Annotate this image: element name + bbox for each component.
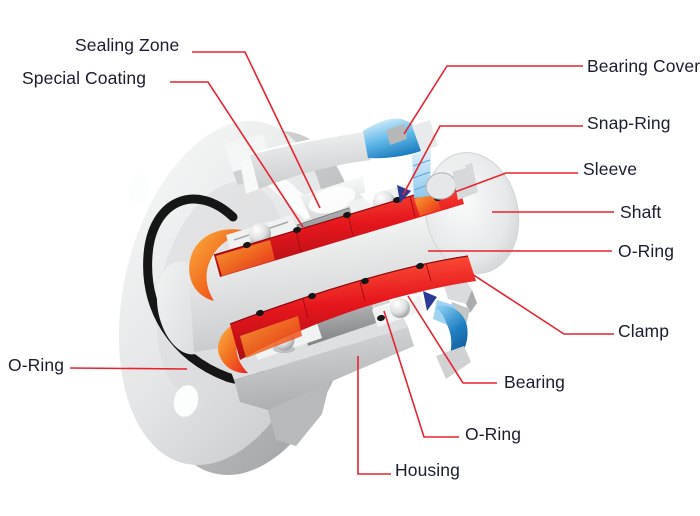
label-o-ring-right: O-Ring <box>618 241 675 261</box>
leader-housing <box>357 356 391 475</box>
label-bearing: Bearing <box>504 372 566 392</box>
outer-housing-top <box>240 118 478 203</box>
upper-band-orange <box>216 240 275 276</box>
bolt-hole <box>127 174 151 204</box>
leader-sealing-zone <box>192 51 321 209</box>
leader-lines <box>69 51 614 475</box>
bolt-hole <box>173 385 199 417</box>
o-ring-dot <box>377 314 385 322</box>
o-ring-dot <box>293 226 301 234</box>
leader-o-ring-bottom <box>383 310 459 438</box>
housing-outer-band <box>250 132 371 189</box>
o-ring-dot <box>256 309 264 317</box>
label-special-coating: Special Coating <box>22 68 147 88</box>
upper-red-band <box>214 182 464 277</box>
label-clamp: Clamp <box>618 321 670 341</box>
housing-front-face <box>234 327 414 410</box>
leader-special-coating <box>170 81 304 228</box>
bearing-cover-notch <box>386 124 407 145</box>
label-bearing-cover: Bearing Cover <box>587 56 700 76</box>
upper-clamp-band <box>213 181 464 277</box>
o-ring-dot <box>308 292 316 300</box>
label-sealing-zone: Sealing Zone <box>75 35 180 55</box>
o-ring-dot <box>416 262 424 270</box>
o-ring-dot <box>243 241 251 249</box>
band-division <box>302 298 309 319</box>
bearing-ball <box>390 298 410 318</box>
band-division <box>359 281 366 302</box>
housing-bottom-wedge <box>268 382 330 446</box>
lower-clamp-band <box>218 255 476 374</box>
o-ring-dot <box>343 211 351 219</box>
leader-sleeve <box>454 172 578 193</box>
label-housing: Housing <box>395 460 460 480</box>
leader-bearing-cover <box>403 65 583 135</box>
housing-band-highlight <box>249 130 364 155</box>
lower-red-hook <box>218 326 248 374</box>
leader-bearing <box>407 295 497 384</box>
label-o-ring-bottom: O-Ring <box>465 424 522 444</box>
housing-band-end-face <box>240 155 259 194</box>
band-division <box>347 214 354 237</box>
lower-coating-ledge <box>304 305 376 346</box>
band-division <box>425 262 432 282</box>
label-snap-ring: Snap-Ring <box>587 113 671 133</box>
sleeve-notch-piece <box>448 155 466 172</box>
leader-clamp <box>471 273 614 335</box>
band-division <box>295 230 302 253</box>
sealing-zone-highlight <box>308 186 356 214</box>
label-sleeve: Sleeve <box>583 159 638 179</box>
lower-gray-cube-side <box>466 290 477 313</box>
bearing-retainer <box>360 189 376 206</box>
label-o-ring-left: O-Ring <box>8 355 65 375</box>
lower-band-orange <box>240 316 302 358</box>
o-ring-dot <box>393 196 401 204</box>
leader-snap-ring <box>402 125 583 196</box>
lower-gray-piece <box>436 346 471 379</box>
leader-o-ring-left <box>69 367 188 370</box>
o-ring-dot <box>361 277 369 285</box>
lower-snap-ring <box>423 291 437 311</box>
label-shaft: Shaft <box>620 202 662 222</box>
band-division <box>409 195 416 218</box>
upper-seal-hook <box>189 229 244 301</box>
